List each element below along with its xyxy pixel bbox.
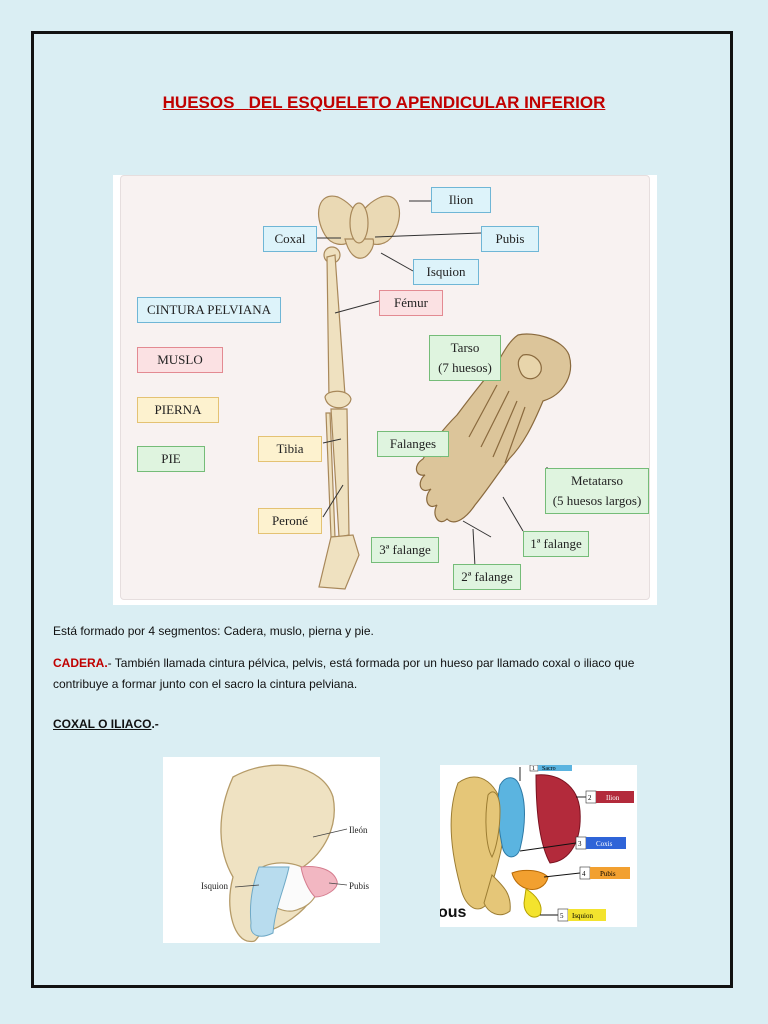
- pelvis-num-4: 4: [582, 870, 586, 878]
- coxal-label-pubis: Pubis: [349, 881, 370, 891]
- label-tarso-line2: (7 huesos): [438, 360, 492, 375]
- label-pubis: Pubis: [481, 226, 539, 252]
- paragraph-segmentos: Está formado por 4 segmentos: Cadera, mu…: [53, 624, 374, 638]
- pelvis-num-3: 3: [578, 840, 582, 848]
- pelvis-num-2: 2: [588, 794, 592, 802]
- page-border: [31, 31, 733, 988]
- paragraph-cadera: CADERA.- También llamada cintura pélvica…: [53, 653, 693, 695]
- skeleton-drawing: [317, 195, 572, 590]
- colored-pelvis-drawing: 1 Sacro 2 Ilion 3 Coxis 4 Pubis 5 Isquio…: [438, 764, 634, 922]
- label-tercera-falange: 3ª falange: [371, 537, 439, 563]
- lower-limb-figure: Ilion Coxal Pubis Isquion Fémur CINTURA …: [113, 175, 657, 605]
- label-segunda-falange: 2ª falange: [453, 564, 521, 590]
- label-metatarso-line2: (5 huesos largos): [552, 493, 642, 508]
- coxal-heading-suffix: .-: [151, 717, 159, 731]
- pelvis-partial-text: ous: [440, 904, 467, 921]
- page-title: HUESOS DEL ESQUELETO APENDICULAR INFERIO…: [0, 93, 768, 113]
- label-coxal: Coxal: [263, 226, 317, 252]
- title-gap: [234, 93, 248, 112]
- label-tarso: Tarso (7 huesos): [429, 335, 501, 381]
- title-part1: HUESOS: [162, 93, 235, 112]
- pelvis-label-sacro: Sacro: [542, 766, 556, 772]
- pelvis-label-isquion: Isquion: [572, 912, 594, 920]
- label-tibia: Tibia: [258, 436, 322, 462]
- label-perone: Peroné: [258, 508, 322, 534]
- pelvis-label-coxis: Coxis: [596, 840, 613, 848]
- coxal-bone-figure: Ileón Isquion Pubis: [163, 757, 380, 943]
- label-falanges: Falanges: [377, 431, 449, 457]
- label-femur: Fémur: [379, 290, 443, 316]
- pelvis-label-pubis: Pubis: [600, 870, 616, 878]
- pelvis-num-1: 1: [532, 766, 535, 772]
- colored-pelvis-figure: 1 Sacro 2 Ilion 3 Coxis 4 Pubis 5 Isquio…: [438, 764, 637, 927]
- cadera-text-line1: - También llamada cintura pélvica, pelvi…: [107, 656, 635, 670]
- label-pie: PIE: [137, 446, 205, 472]
- label-isquion: Isquion: [413, 259, 479, 285]
- label-metatarso: Metatarso (5 huesos largos): [545, 468, 649, 514]
- coxal-heading: COXAL O ILIACO.-: [53, 714, 693, 735]
- pelvis-label-ilion: Ilion: [606, 794, 620, 802]
- label-ilion: Ilion: [431, 187, 491, 213]
- label-primera-falange: 1ª falange: [523, 531, 589, 557]
- cadera-text-line2: contribuye a formar junto con el sacro l…: [53, 677, 358, 691]
- coxal-label-ileon: Ileón: [349, 825, 368, 835]
- label-muslo: MUSLO: [137, 347, 223, 373]
- label-pierna: PIERNA: [137, 397, 219, 423]
- label-cintura-pelviana: CINTURA PELVIANA: [137, 297, 281, 323]
- coxal-heading-text: COXAL O ILIACO: [53, 717, 152, 731]
- title-part2: DEL ESQUELETO APENDICULAR INFERIOR: [248, 93, 606, 112]
- label-tarso-line1: Tarso: [450, 340, 480, 355]
- label-metatarso-line1: Metatarso: [571, 473, 623, 488]
- coxal-label-isquion: Isquion: [201, 881, 229, 891]
- pelvis-num-5: 5: [560, 912, 564, 920]
- coxal-bone-drawing: Ileón Isquion Pubis: [201, 764, 370, 943]
- cadera-label: CADERA.: [53, 656, 108, 670]
